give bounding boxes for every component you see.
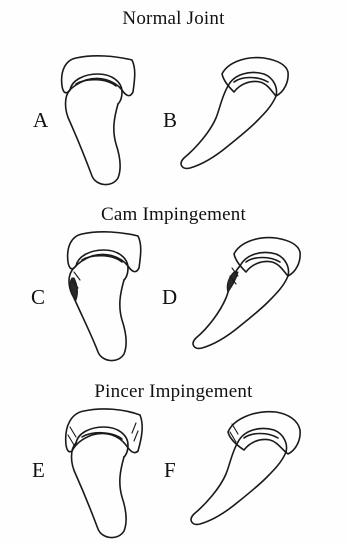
panel-label-a: A	[33, 108, 48, 133]
joint-drawing-c	[62, 228, 162, 368]
section-title-pincer: Pincer Impingement	[0, 381, 347, 403]
panel-label-b: B	[163, 108, 177, 133]
joint-drawing-e	[62, 405, 162, 545]
section-title-normal: Normal Joint	[0, 8, 347, 30]
joint-drawing-a	[56, 52, 156, 192]
joint-drawing-d	[188, 232, 308, 352]
panel-label-e: E	[32, 458, 45, 483]
panel-label-f: F	[164, 458, 176, 483]
joint-drawing-b	[176, 52, 296, 172]
section-title-cam: Cam Impingement	[0, 204, 347, 226]
panel-label-d: D	[162, 285, 177, 310]
joint-drawing-f	[186, 408, 306, 528]
panel-label-c: C	[31, 285, 45, 310]
